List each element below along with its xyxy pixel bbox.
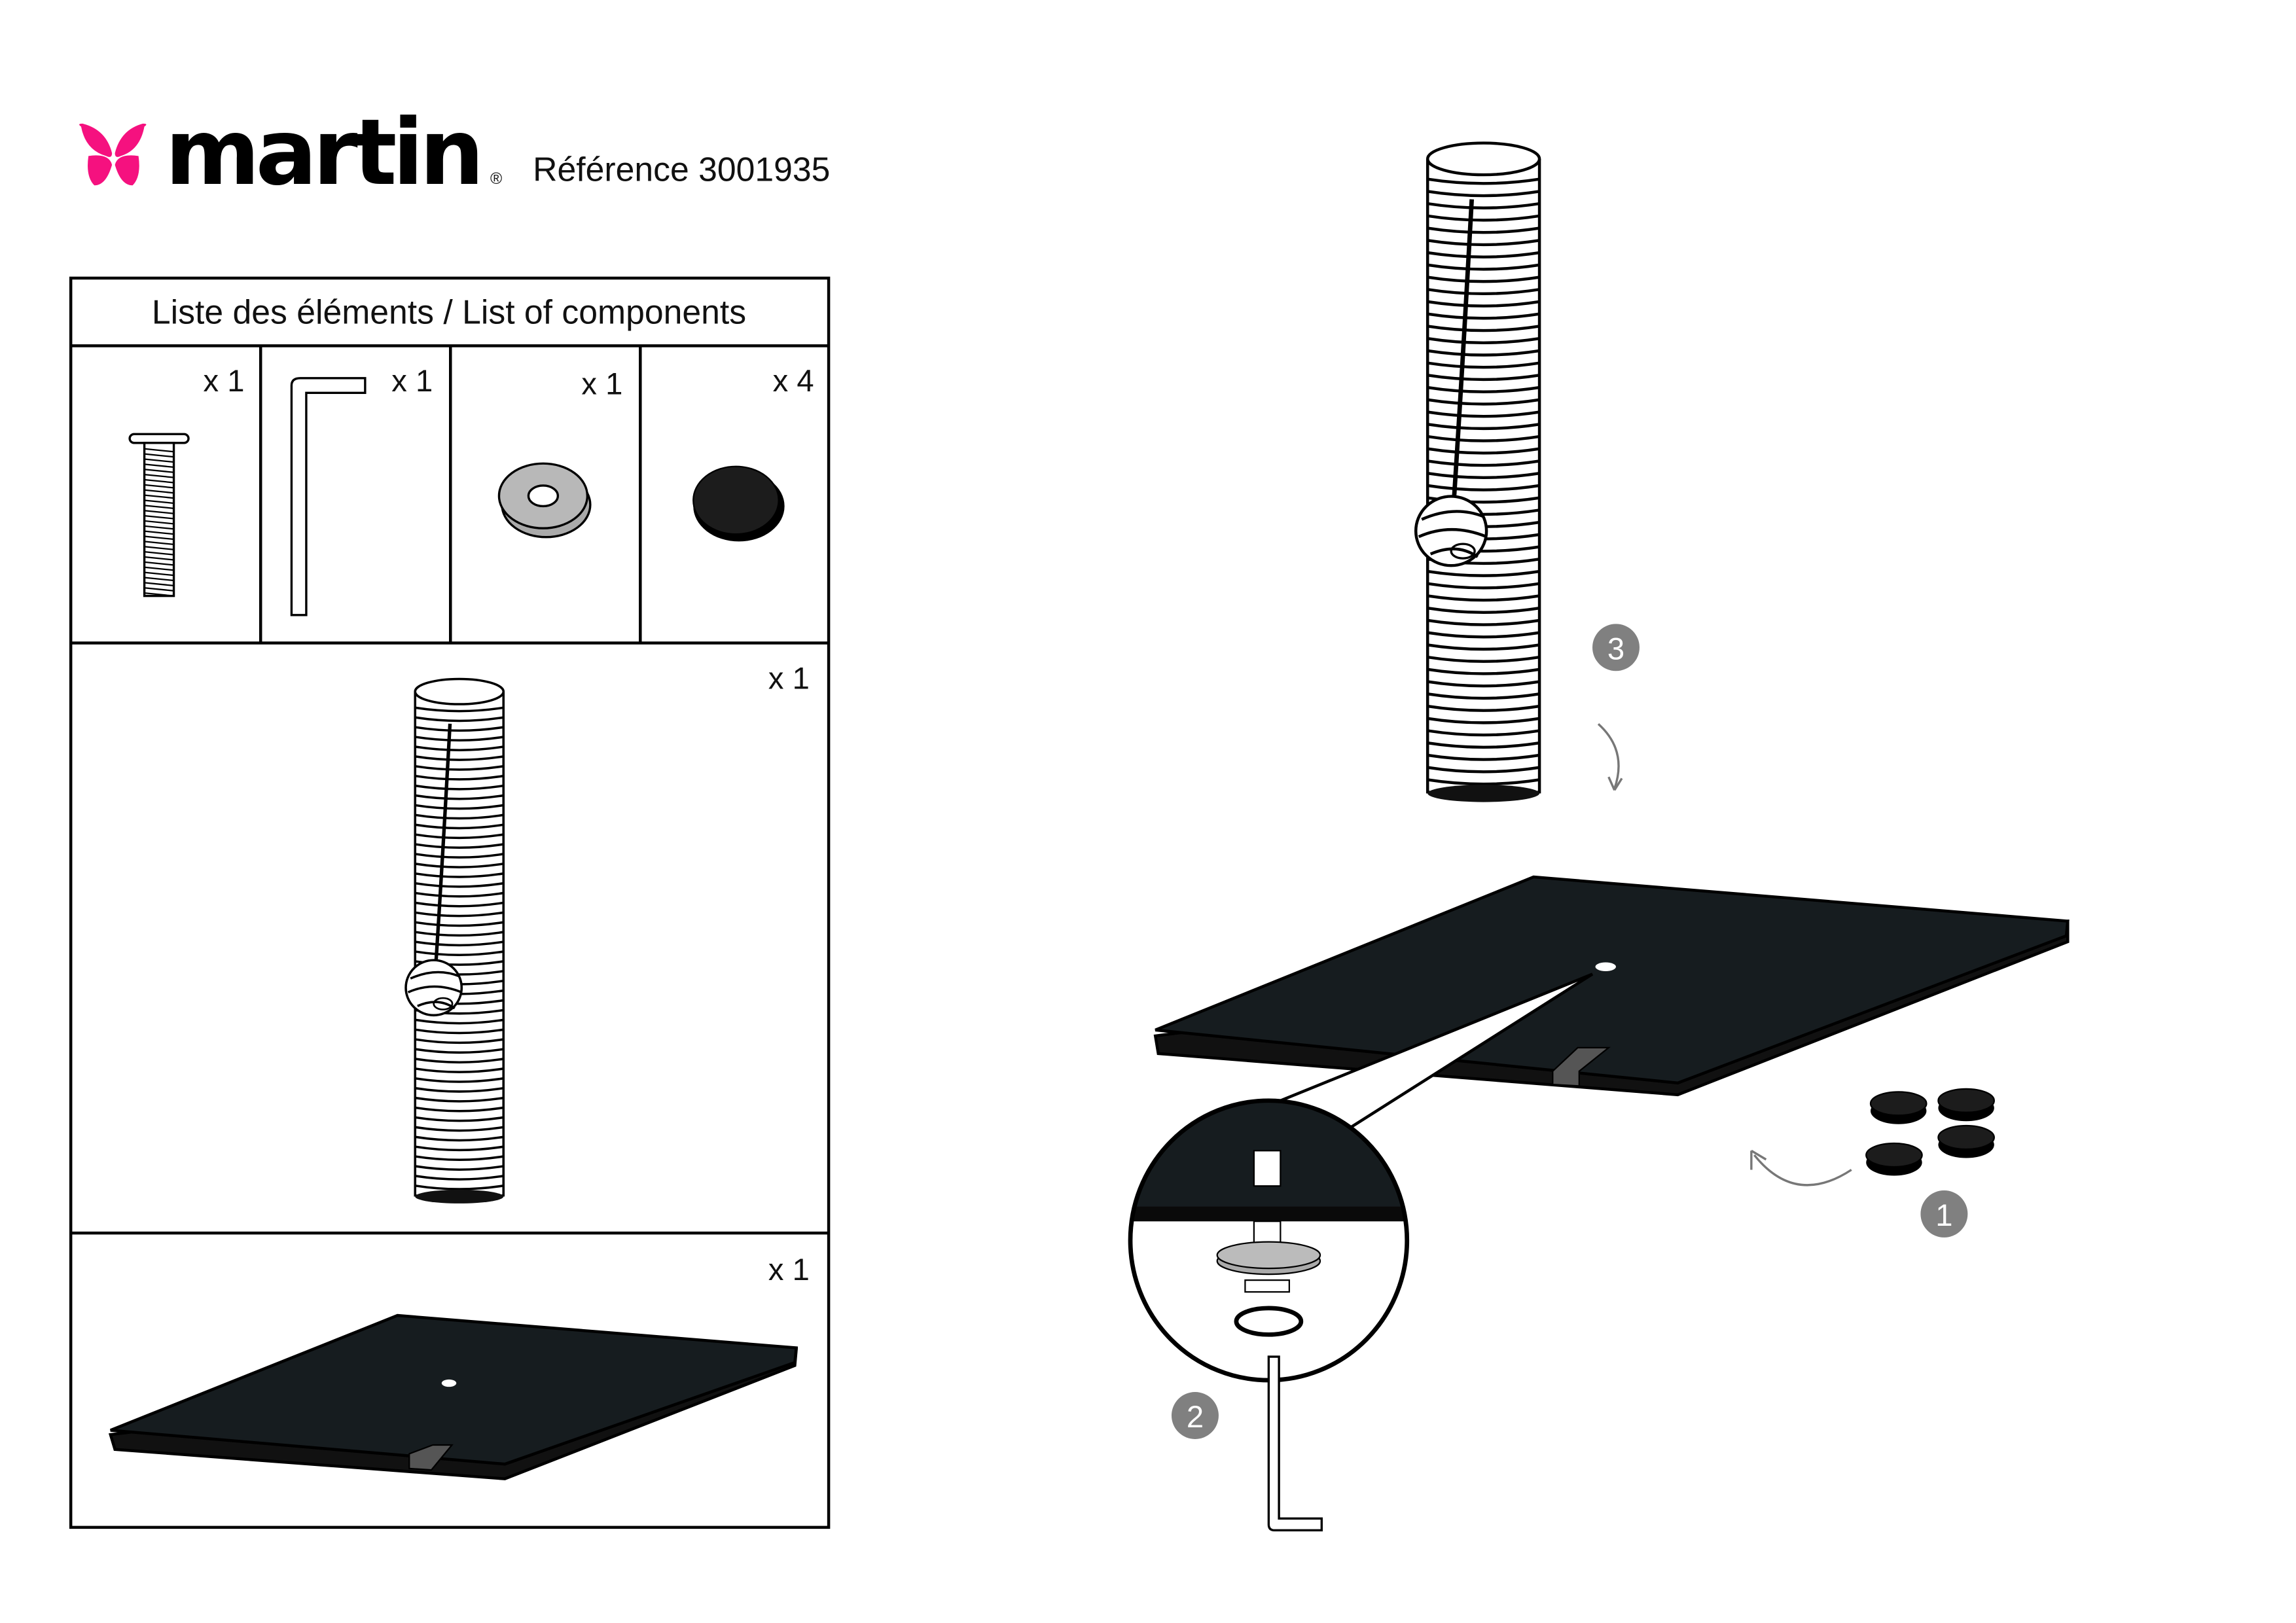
qty-base-board: x 1 bbox=[768, 1253, 810, 1287]
base-board-icon bbox=[108, 1313, 798, 1480]
qty-washer: x 1 bbox=[581, 367, 622, 402]
arrow-icon bbox=[1750, 1149, 1852, 1186]
brand-name: martin bbox=[165, 99, 480, 205]
svg-text:2: 2 bbox=[1187, 1400, 1204, 1435]
bolt-icon bbox=[128, 433, 190, 597]
reference-number: Référence 3001935 bbox=[533, 151, 830, 188]
step-badge-1: 1 bbox=[1920, 1190, 1968, 1238]
arrow-icon bbox=[1597, 722, 1623, 791]
sisal-post-icon bbox=[406, 679, 503, 1203]
qty-sisal-post: x 1 bbox=[768, 661, 810, 696]
step-badge-2: 2 bbox=[1171, 1391, 1219, 1439]
qty-felt-pad: x 4 bbox=[773, 364, 814, 399]
qty-allen-key: x 1 bbox=[391, 364, 433, 399]
allen-key-tool-icon bbox=[1267, 1355, 1323, 1532]
washer-icon bbox=[497, 462, 592, 539]
felt-pads-group bbox=[1865, 1088, 1995, 1176]
svg-text:3: 3 bbox=[1607, 632, 1624, 666]
assembly-post bbox=[1416, 143, 1539, 802]
registered-mark: ® bbox=[490, 170, 502, 188]
step-badge-3: 3 bbox=[1592, 624, 1640, 671]
allen-key-icon bbox=[290, 377, 367, 616]
butterfly-icon bbox=[79, 123, 147, 186]
felt-pad-icon bbox=[692, 465, 785, 542]
components-table bbox=[69, 276, 831, 1529]
svg-text:1: 1 bbox=[1935, 1198, 1952, 1233]
qty-bolt: x 1 bbox=[204, 364, 245, 399]
assembly-board bbox=[1153, 875, 2070, 1097]
brand-logo: martin ® bbox=[79, 99, 502, 205]
components-title: Liste des éléments / List of components bbox=[152, 293, 746, 331]
